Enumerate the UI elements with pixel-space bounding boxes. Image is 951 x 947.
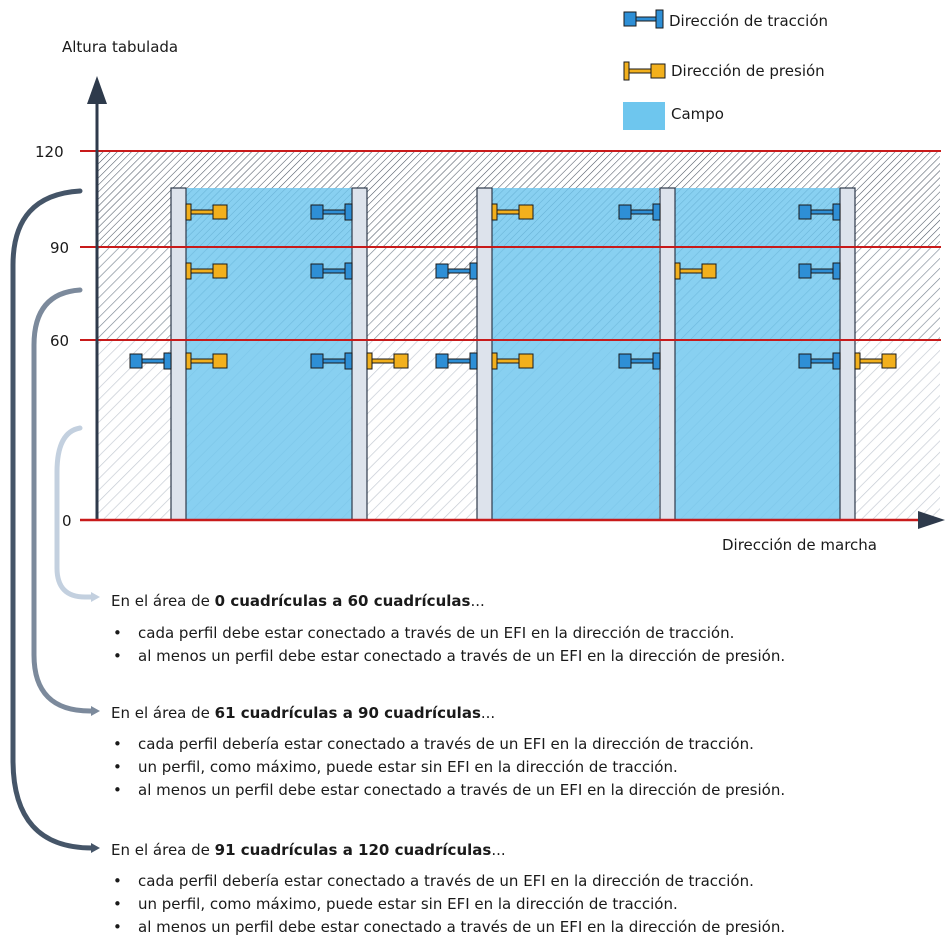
section-range: 0 cuadrículas a 60 cuadrículas <box>214 592 471 610</box>
efi-pressure-connector <box>491 203 534 221</box>
profile-post <box>839 187 856 521</box>
axes: Altura tabulada Dirección de marcha 0 60… <box>35 38 945 554</box>
efi-traction-connector <box>310 203 353 221</box>
efi-traction-connector <box>435 352 478 370</box>
efi-traction-connector <box>798 203 841 221</box>
section-range: 61 cuadrículas a 90 cuadrículas <box>214 704 481 722</box>
bracket-zone-0-60 <box>54 425 95 600</box>
efi-traction-connector <box>435 262 478 280</box>
list-item: al menos un perfil debe estar conectado … <box>113 645 785 668</box>
profile-post <box>170 187 187 521</box>
fields <box>186 188 840 520</box>
efi-traction-connector <box>310 352 353 370</box>
y-tick-label: 120 <box>35 143 64 161</box>
bracket-zone-91-120 <box>10 188 95 851</box>
efi-pressure-connector <box>185 352 228 370</box>
list-item: cada perfil debe estar conectado a travé… <box>113 622 785 645</box>
profile-post <box>659 187 676 521</box>
field <box>492 188 659 520</box>
efi-traction-connector <box>618 203 661 221</box>
section-suffix: ... <box>480 704 496 722</box>
x-axis-title: Dirección de marcha <box>722 536 877 554</box>
efi-pressure-connector <box>366 352 409 370</box>
section-prefix: En el área de <box>111 592 215 610</box>
y-tick-label: 60 <box>50 332 69 350</box>
efi-traction-connector <box>129 352 172 370</box>
bracket-arrow-icon <box>91 592 100 602</box>
field <box>186 188 352 520</box>
legend-traction-icon <box>623 9 664 29</box>
section-range: 91 cuadrículas a 120 cuadrículas <box>214 841 492 859</box>
efi-traction-connector <box>310 262 353 280</box>
legend-pressure-icon <box>623 61 666 81</box>
y-tick-label: 0 <box>62 512 72 530</box>
efi-traction-connector <box>798 262 841 280</box>
efi-pressure-connector <box>185 203 228 221</box>
legend: Dirección de tracción Dirección de presi… <box>623 9 828 130</box>
section-list-91-120: cada perfil debería estar conectado a tr… <box>113 870 785 939</box>
list-item: un perfil, como máximo, puede estar sin … <box>113 756 785 779</box>
section-prefix: En el área de <box>111 841 215 859</box>
legend-traction-label: Dirección de tracción <box>669 12 828 30</box>
efi-pressure-connector <box>674 262 717 280</box>
y-axis-title: Altura tabulada <box>62 38 178 56</box>
legend-field-label: Campo <box>671 105 724 123</box>
y-tick-label: 90 <box>50 239 69 257</box>
efi-pressure-connector <box>185 262 228 280</box>
legend-pressure-label: Dirección de presión <box>671 62 825 80</box>
efi-connectors <box>129 203 897 370</box>
section-suffix: ... <box>470 592 485 610</box>
efi-traction-connector <box>798 352 841 370</box>
section-heading-61-90: En el área de 61 cuadrículas a 90 cuadrí… <box>111 703 495 723</box>
list-item: cada perfil debería estar conectado a tr… <box>113 733 785 756</box>
y-axis-arrow-icon <box>87 76 107 104</box>
section-list-61-90: cada perfil debería estar conectado a tr… <box>113 733 785 802</box>
list-item: un perfil, como máximo, puede estar sin … <box>113 893 785 916</box>
section-list-0-60: cada perfil debe estar conectado a travé… <box>113 622 785 668</box>
section-suffix: ... <box>491 841 506 859</box>
limit-lines <box>80 150 941 341</box>
bracket-zone-61-90 <box>31 287 95 714</box>
zone-brackets <box>10 188 100 853</box>
legend-field-swatch <box>623 102 665 130</box>
list-item: al menos un perfil debe estar conectado … <box>113 916 785 939</box>
x-axis-arrow-icon <box>918 511 945 529</box>
bracket-arrow-icon <box>91 843 100 853</box>
section-prefix: En el área de <box>111 704 215 722</box>
field <box>675 188 840 520</box>
list-item: cada perfil debería estar conectado a tr… <box>113 870 785 893</box>
profile-post <box>351 187 368 521</box>
profile-post <box>476 187 493 521</box>
bracket-arrow-icon <box>91 706 100 716</box>
efi-pressure-connector <box>491 352 534 370</box>
section-heading-91-120: En el área de 91 cuadrículas a 120 cuadr… <box>111 840 506 860</box>
efi-pressure-connector <box>854 352 897 370</box>
section-heading-0-60: En el área de 0 cuadrículas a 60 cuadríc… <box>111 591 485 611</box>
efi-traction-connector <box>618 352 661 370</box>
list-item: al menos un perfil debe estar conectado … <box>113 779 785 802</box>
